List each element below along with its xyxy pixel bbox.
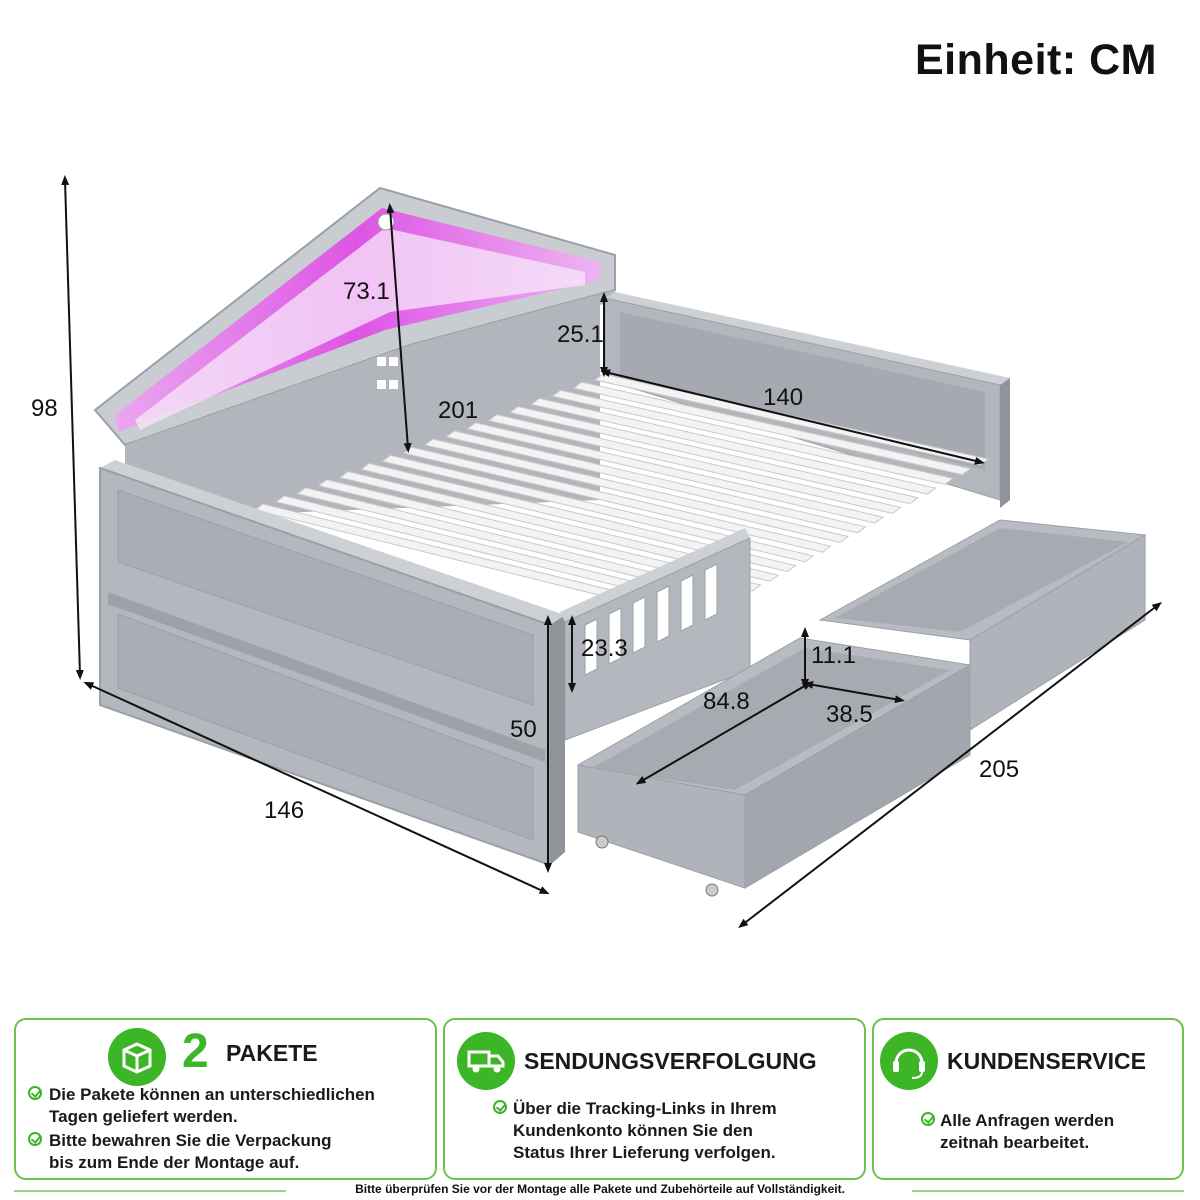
slat xyxy=(466,422,885,524)
dim-total-height: 98 xyxy=(31,395,58,422)
guard-slot xyxy=(632,596,646,654)
card-line: Status Ihrer Lieferung verfolgen. xyxy=(513,1143,776,1162)
footer-note: Bitte überprüfen Sie vor der Montage all… xyxy=(355,1182,845,1196)
card-title-service: KUNDENSERVICE xyxy=(947,1048,1146,1074)
slat xyxy=(360,462,797,573)
headset-icon xyxy=(880,1032,938,1090)
slat xyxy=(423,438,850,544)
dim-width: 140 xyxy=(763,384,804,411)
dim-drawer-height: 11.1 xyxy=(811,642,856,669)
dim-length: 201 xyxy=(438,397,479,424)
guard-slot xyxy=(656,585,670,643)
guard-slot xyxy=(680,574,694,632)
check-icon xyxy=(493,1100,507,1114)
check-icon xyxy=(28,1086,42,1100)
unit-label: Einheit: CM xyxy=(915,36,1157,84)
slat xyxy=(317,479,762,592)
check-icon xyxy=(921,1112,935,1126)
card-title-packages: PAKETE xyxy=(226,1040,318,1066)
card-line: Kundenkonto können Sie den xyxy=(513,1121,753,1140)
dimension-lines xyxy=(61,175,1162,929)
dim-footboard-height: 50 xyxy=(510,716,537,743)
info-card-tracking: SENDUNGSVERFOLGUNG Über die Tracking-Lin… xyxy=(443,1018,866,1180)
dim-guard-height: 23.3 xyxy=(581,635,628,662)
dim-drawer-length: 84.8 xyxy=(703,688,750,715)
info-card-service: KUNDENSERVICE Alle Anfragen werden zeitn… xyxy=(872,1018,1184,1180)
footer-note-bar: Bitte überprüfen Sie vor der Montage all… xyxy=(0,1182,1200,1200)
guard-slot xyxy=(608,607,622,665)
footer-divider-right xyxy=(912,1190,1184,1192)
card-title-tracking: SENDUNGSVERFOLGUNG xyxy=(524,1048,817,1074)
package-count: 2 xyxy=(182,1025,209,1078)
slat xyxy=(338,470,780,582)
bed-illustration xyxy=(61,175,1162,929)
dim-headboard-height: 73.1 xyxy=(343,278,390,305)
package-icon xyxy=(108,1028,166,1086)
card-line: bis zum Ende der Montage auf. xyxy=(49,1153,300,1172)
card-line: zeitnah bearbeitet. xyxy=(940,1133,1090,1152)
info-card-packages: 2 PAKETE Die Pakete können an unterschie… xyxy=(14,1018,437,1180)
dim-side-rail-height: 25.1 xyxy=(557,321,604,348)
card-line: Bitte bewahren Sie die Verpackung xyxy=(49,1131,332,1150)
dim-overall-length: 205 xyxy=(979,756,1020,783)
footer-divider-left xyxy=(14,1190,286,1192)
card-line: Alle Anfragen werden xyxy=(940,1111,1115,1130)
guard-slot xyxy=(704,563,718,621)
slat xyxy=(381,454,815,563)
slat xyxy=(445,430,867,534)
truck-icon xyxy=(457,1032,515,1090)
card-line: Über die Tracking-Links in Ihrem xyxy=(513,1099,777,1118)
check-icon xyxy=(28,1132,42,1146)
guard-slot xyxy=(584,618,598,676)
guard-rail xyxy=(560,528,751,741)
card-line: Die Pakete können an unterschiedlichen xyxy=(49,1085,375,1104)
dim-drawer-width: 38.5 xyxy=(826,701,873,728)
card-line: Tagen geliefert werden. xyxy=(49,1107,238,1126)
dim-front-width: 146 xyxy=(264,797,305,824)
